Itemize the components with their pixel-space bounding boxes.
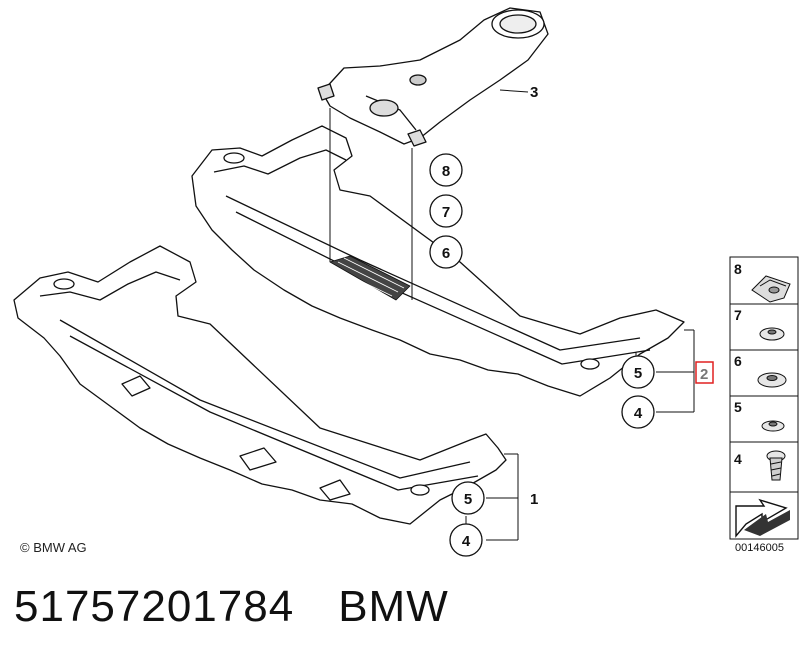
legend-num-4: 4 xyxy=(734,451,742,467)
legend-num-5: 5 xyxy=(734,399,742,415)
washer-icon xyxy=(757,372,787,388)
circle-7: 7 xyxy=(442,204,450,221)
circle-4-lower: 4 xyxy=(462,533,471,550)
brand-name: BMW xyxy=(338,582,449,631)
legend-num-8: 8 xyxy=(734,261,742,277)
screw-icon xyxy=(766,450,786,481)
circle-5-upper: 5 xyxy=(634,365,642,382)
vent-grille xyxy=(329,255,411,301)
hardware-legend: 8 7 6 5 4 xyxy=(729,256,799,540)
lower-underbody-panel xyxy=(13,245,507,525)
circle-4-upper: 4 xyxy=(634,405,643,422)
diagram-id: 00146005 xyxy=(735,542,784,554)
copyright-notice: © BMW AG xyxy=(20,540,87,555)
washer-icon xyxy=(759,327,785,341)
circle-8: 8 xyxy=(442,163,450,180)
part-number-footer: 51757201784 BMW xyxy=(14,582,449,632)
callout-part-2: 2 xyxy=(700,366,708,383)
circle-callouts xyxy=(429,153,655,557)
callout-part-3: 3 xyxy=(530,84,538,101)
clip-nut-icon xyxy=(751,275,791,303)
washer-icon xyxy=(761,420,785,432)
air-duct xyxy=(317,7,549,147)
callout-part-1: 1 xyxy=(530,491,538,508)
legend-num-6: 6 xyxy=(734,353,742,369)
circle-6: 6 xyxy=(442,245,450,262)
legend-num-7: 7 xyxy=(734,307,742,323)
leader-lines xyxy=(329,89,695,541)
circle-5-lower: 5 xyxy=(464,491,472,508)
direction-arrow-icon xyxy=(735,498,790,538)
part-number: 51757201784 xyxy=(14,582,295,631)
callout-part-2-highlight xyxy=(695,361,714,384)
